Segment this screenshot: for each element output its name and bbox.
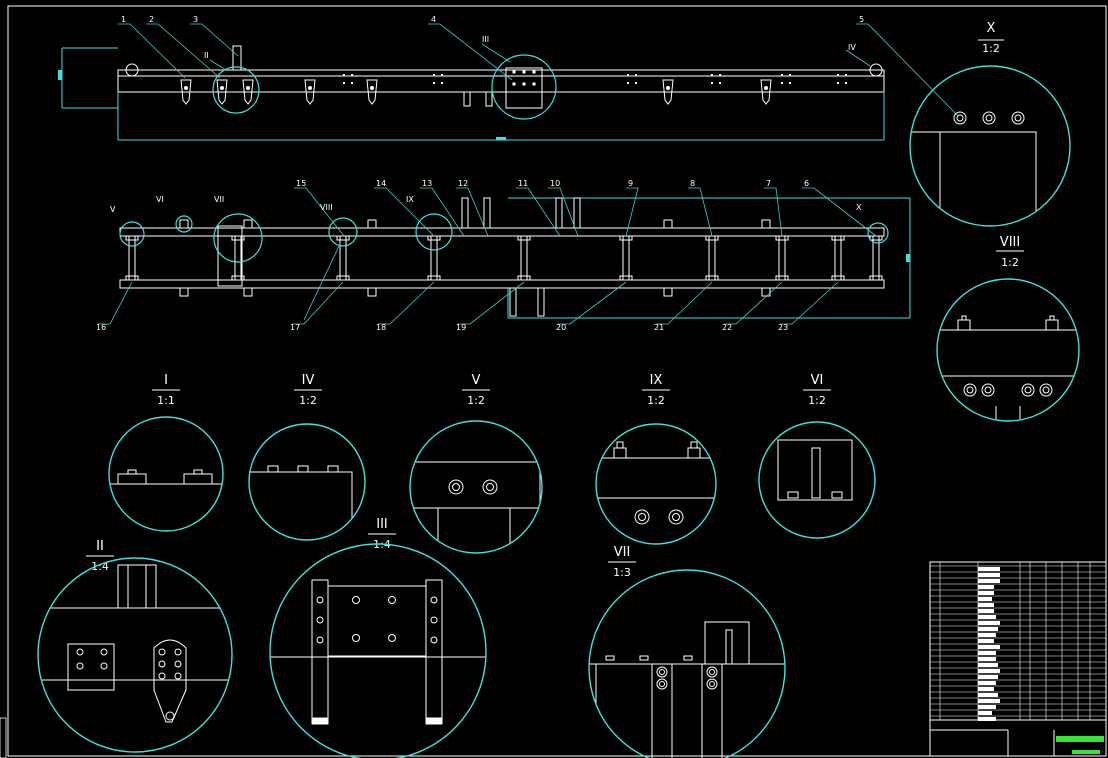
- detail-X-scale: 1:2: [982, 42, 1000, 55]
- cross-member: [336, 235, 350, 281]
- balloon-15: 15: [296, 179, 306, 188]
- lug-plate: [366, 79, 378, 105]
- cross-member: [125, 235, 139, 281]
- balloon-13: 13: [422, 179, 432, 188]
- balloon-14: 14: [376, 179, 386, 188]
- cross-member: [831, 235, 845, 281]
- detail-circle-VI: [175, 215, 193, 233]
- balloon-20: 20: [556, 323, 566, 332]
- balloon-21: 21: [654, 323, 664, 332]
- detail-I-label: I: [164, 373, 168, 388]
- detail-IV: IV 1:2: [248, 373, 366, 541]
- balloon-17: 17: [290, 323, 300, 332]
- mark-IV: IV: [848, 43, 856, 52]
- detail-IX-scale: 1:2: [647, 394, 665, 407]
- detail-X-label: X: [987, 21, 996, 36]
- cross-member: [231, 235, 245, 281]
- detail-VIII-scale: 1:2: [1001, 256, 1019, 269]
- detail-VII-label: VII: [614, 545, 631, 560]
- detail-V-label: V: [472, 373, 481, 388]
- balloon-11: 11: [518, 179, 528, 188]
- detail-VI: VI 1:2: [758, 373, 876, 539]
- detail-I: I 1:1: [108, 373, 224, 532]
- detail-II-label: II: [96, 539, 104, 554]
- detail-IX-label: IX: [650, 373, 663, 388]
- balloon-8: 8: [690, 179, 695, 188]
- detail-IX: IX 1:2: [595, 373, 717, 545]
- balloon-1: 1: [121, 15, 126, 24]
- detail-VI-scale: 1:2: [808, 394, 826, 407]
- elevation-view: [58, 45, 885, 141]
- detail-VII-scale: 1:3: [613, 566, 631, 579]
- balloon-4: 4: [431, 15, 436, 24]
- detail-VII: VII 1:3: [588, 545, 786, 758]
- balloon-23: 23: [778, 323, 788, 332]
- detail-IV-scale: 1:2: [299, 394, 317, 407]
- detail-V-scale: 1:2: [467, 394, 485, 407]
- balloon-5: 5: [859, 15, 864, 24]
- mark-VI: VI: [156, 195, 164, 204]
- detail-circle-V: [119, 221, 145, 247]
- mark-III: III: [482, 35, 489, 44]
- lug-plate: [760, 79, 772, 105]
- mark-VIII: VIII: [320, 203, 333, 212]
- detail-VIII-label: VIII: [1000, 235, 1020, 250]
- balloon-2: 2: [149, 15, 154, 24]
- mark-V: V: [110, 205, 116, 214]
- balloon-9: 9: [628, 179, 633, 188]
- balloon-18: 18: [376, 323, 386, 332]
- detail-II: II1:4: [37, 539, 233, 753]
- detail-circle-VII: [213, 213, 263, 263]
- lug-plate: [180, 79, 192, 105]
- balloon-22: 22: [722, 323, 732, 332]
- mark-X: X: [856, 203, 862, 212]
- balloon-10: 10: [550, 179, 560, 188]
- detail-circle-II: [212, 66, 260, 114]
- balloon-6: 6: [804, 179, 809, 188]
- balloon-19: 19: [456, 323, 466, 332]
- title-block: [929, 561, 1107, 757]
- detail-IV-label: IV: [302, 373, 315, 388]
- mark-II: II: [204, 51, 209, 60]
- mark-VII: VII: [214, 195, 224, 204]
- balloon-12: 12: [458, 179, 468, 188]
- plan-view: [119, 197, 911, 319]
- lug-plate: [304, 79, 316, 105]
- detail-circle-III: [491, 54, 557, 120]
- lug-plate: [662, 79, 674, 105]
- balloon-3: 3: [193, 15, 198, 24]
- detail-circle-VIII: [328, 217, 358, 247]
- detail-I-scale: 1:1: [157, 394, 175, 407]
- sheet-frame: [7, 5, 1107, 757]
- balloon-7: 7: [766, 179, 771, 188]
- balloon-16: 16: [96, 323, 106, 332]
- lug-plate: [216, 79, 228, 105]
- detail-circle-X: [867, 222, 889, 244]
- mark-IX: IX: [406, 195, 414, 204]
- detail-VI-label: VI: [811, 373, 824, 388]
- lug-plate: [242, 79, 254, 105]
- detail-circle-IX: [415, 213, 453, 251]
- detail-VIII: VIII 1:2: [936, 235, 1080, 422]
- cross-member: [517, 235, 531, 281]
- detail-III-label: III: [376, 517, 388, 532]
